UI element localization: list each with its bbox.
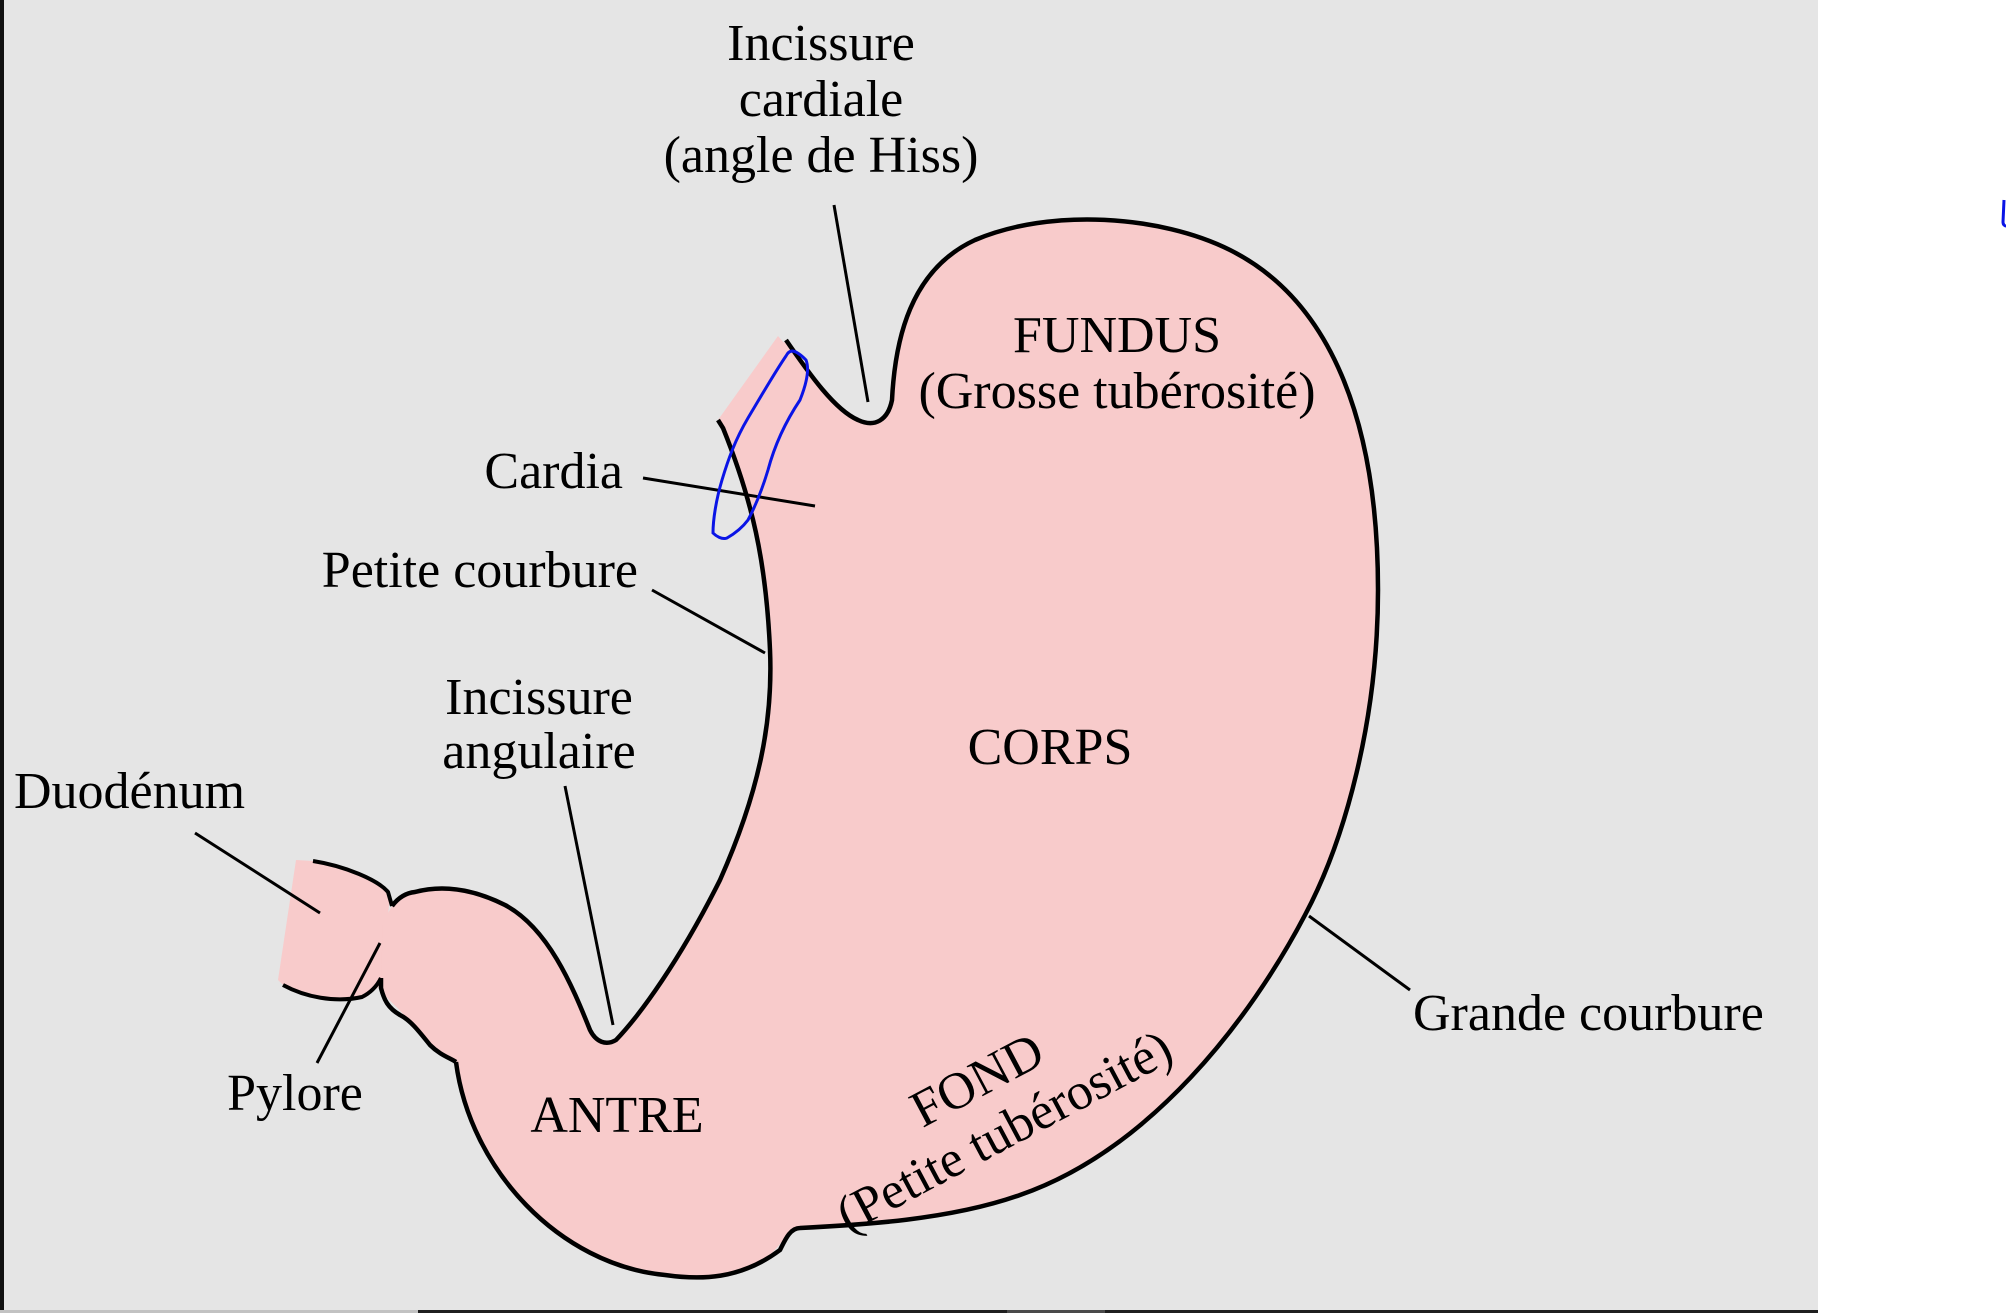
duodenum-bottom-edge (282, 977, 383, 1002)
region-fundus: FUNDUS (1013, 307, 1221, 364)
label-incissure-cardiale-line1: Incissure (727, 15, 915, 72)
leader-incissure-angulaire (563, 785, 615, 1026)
leader-grande-courbure (1308, 914, 1411, 992)
leader-incissure-cardiale (832, 204, 870, 403)
window-edge (0, 0, 4, 1310)
leader-pylore (315, 942, 382, 1064)
leader-duodenum (194, 831, 321, 915)
pylorus-outline (378, 978, 458, 1064)
duodenum-shape (278, 860, 390, 1000)
region-corps: CORPS (968, 719, 1133, 776)
leader-cardia (642, 476, 816, 508)
leader-petite-courbure (651, 588, 766, 655)
antrum-upper-outline (390, 418, 773, 1045)
freehand-annotation (711, 349, 810, 540)
label-cardia: Cardia (484, 443, 623, 500)
label-incissure-cardiale-line3: (angle de Hiss) (664, 127, 979, 184)
label-petite-courbure: Petite courbure (322, 542, 638, 599)
horizontal-scrollbar-track[interactable] (0, 1310, 418, 1313)
label-incissure-angulaire-line2: angulaire (442, 723, 635, 780)
label-incissure-angulaire-line1: Incissure (445, 669, 633, 726)
horizontal-scrollbar-thumb[interactable] (1007, 1310, 1105, 1313)
label-grande-courbure: Grande courbure (1413, 985, 1764, 1042)
label-incissure-cardiale-line2: cardiale (739, 71, 904, 128)
label-duodenum: Duodénum (14, 763, 245, 820)
region-fundus-sub: (Grosse tubérosité) (918, 363, 1315, 420)
duodenum-top-edge (312, 859, 394, 907)
horizontal-scrollbar-rail[interactable] (418, 1310, 1818, 1313)
region-antre: ANTRE (530, 1087, 703, 1144)
stomach-body (381, 219, 1378, 1278)
label-pylore: Pylore (227, 1065, 363, 1122)
greater-curvature-outline (453, 217, 1381, 1280)
